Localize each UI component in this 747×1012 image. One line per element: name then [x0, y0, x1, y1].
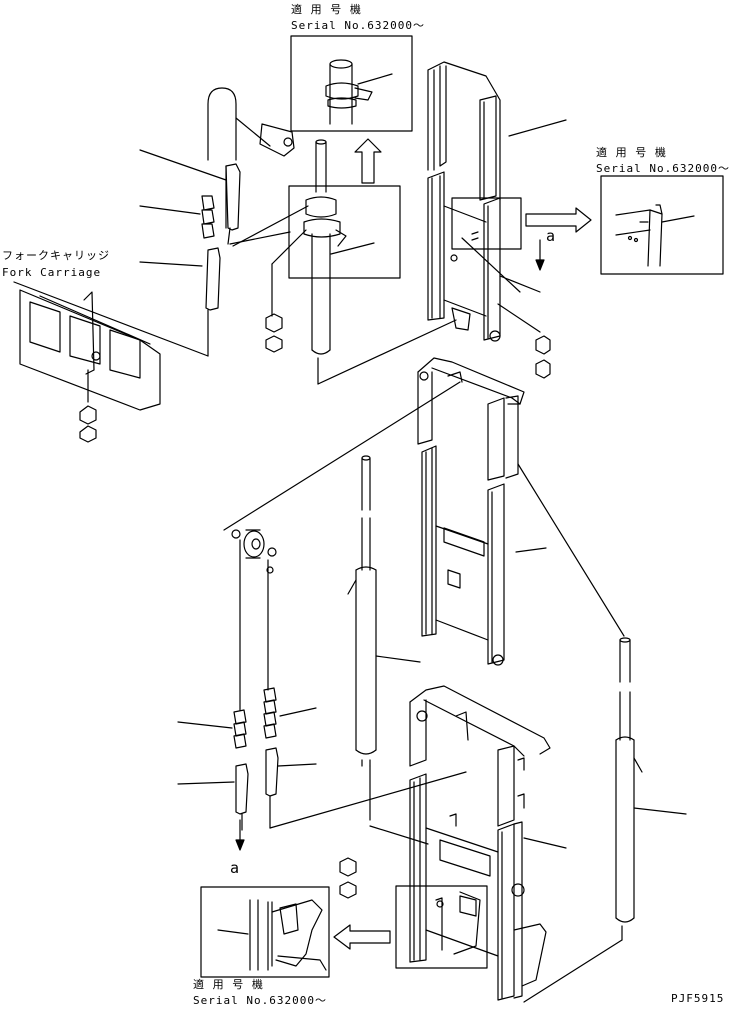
view-arrow-a-lower: [236, 820, 244, 850]
middle-mast: [224, 358, 624, 665]
serial-number-label-right: Serial No.632000～: [596, 162, 730, 175]
nut-pair-lower: [340, 858, 356, 898]
detail-box-top: [291, 36, 412, 131]
fork-carriage-label-en: Fork Carriage: [2, 266, 102, 279]
view-marker-a-upper: a: [546, 227, 556, 245]
detail-box-bottom-arrow: [334, 925, 390, 949]
view-marker-a-lower: a: [230, 859, 240, 877]
detail-box-right: [601, 176, 723, 274]
fork-carriage: [14, 282, 208, 442]
chain-sheave: [232, 530, 276, 710]
fork-carriage-label-jp: フォークキャリッジ: [2, 249, 110, 262]
right-cylinder: [524, 638, 686, 1002]
detail-box-top-arrow: [355, 139, 381, 183]
detail-box-bottom: [201, 887, 329, 977]
upper-cylinder: [233, 140, 456, 384]
nut-pair-upper: [266, 314, 282, 352]
applicable-model-label-top: 適 用 号 機: [291, 3, 362, 16]
upper-mast: [428, 62, 566, 378]
detail-box-right-arrow: [526, 208, 591, 232]
view-arrow-a-upper: [536, 240, 544, 270]
drawing-code: PJF5915: [671, 992, 725, 1005]
lower-mast: [370, 686, 566, 1000]
applicable-model-label-right: 適 用 号 機: [596, 146, 667, 159]
serial-number-label-top: Serial No.632000～: [291, 19, 425, 32]
middle-cylinder: [348, 456, 420, 766]
middle-chain-left: [178, 710, 248, 830]
applicable-model-label-bottom: 適 用 号 機: [193, 978, 264, 991]
upper-chain-group: [140, 88, 294, 356]
serial-number-label-bottom: Serial No.632000～: [193, 994, 327, 1007]
middle-chain-right: [264, 688, 466, 828]
